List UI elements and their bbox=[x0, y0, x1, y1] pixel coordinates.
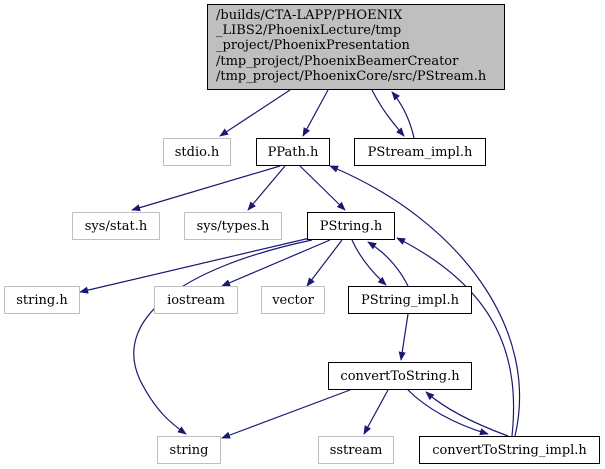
node-pstream-impl-h[interactable]: PStream_impl.h bbox=[354, 138, 486, 166]
node-vector[interactable]: vector bbox=[261, 286, 325, 314]
edge-converttostring-h-to-sstream bbox=[363, 389, 389, 435]
node-label: string bbox=[169, 442, 209, 458]
edge-pstring-h-to-string bbox=[133, 239, 313, 435]
node-label: sstream bbox=[329, 442, 383, 458]
node-label: sys/stat.h bbox=[84, 218, 148, 234]
node-sys-types-h[interactable]: sys/types.h bbox=[184, 212, 282, 240]
edge-converttostring-impl-h-to-converttostring-h bbox=[425, 391, 509, 437]
edge-root-to-ppath-h bbox=[302, 89, 329, 137]
edge-pstring-impl-h-to-pstring-h bbox=[367, 241, 409, 287]
node-converttostring-impl-h[interactable]: convertToString_impl.h bbox=[419, 436, 600, 464]
node-label: convertToString.h bbox=[340, 368, 460, 384]
root-path-line: /builds/CTA-LAPP/PHOENIX bbox=[216, 8, 403, 23]
edge-pstring-impl-h-to-converttostring-h bbox=[398, 313, 409, 361]
edge-pstream-impl-h-to-root bbox=[391, 91, 415, 139]
node-pstring-impl-h[interactable]: PString_impl.h bbox=[348, 286, 472, 314]
edge-root-to-pstream-impl-h bbox=[371, 89, 405, 137]
root-path-line: /tmp_project/PhoenixBeamerCreator bbox=[216, 53, 459, 69]
node-sstream[interactable]: sstream bbox=[318, 436, 394, 464]
node-label: string.h bbox=[16, 292, 68, 308]
edge-converttostring-impl-h-to-pstring-h bbox=[396, 237, 515, 437]
node-iostream[interactable]: iostream bbox=[154, 286, 238, 314]
node-label: PPath.h bbox=[267, 144, 319, 160]
root-node-pstream-h[interactable]: /builds/CTA-LAPP/PHOENIX _LIBS2/PhoenixL… bbox=[207, 4, 505, 90]
node-sys-stat-h[interactable]: sys/stat.h bbox=[72, 212, 160, 240]
node-label: stdio.h bbox=[174, 144, 220, 160]
edge-ppath-h-to-sys-types-h bbox=[247, 165, 286, 211]
node-label: vector bbox=[272, 292, 314, 308]
node-label: PStream_impl.h bbox=[367, 144, 473, 160]
edge-converttostring-impl-h-to-ppath-h bbox=[329, 165, 521, 437]
edge-ppath-h-to-pstring-h bbox=[299, 165, 346, 211]
node-label: sys/types.h bbox=[196, 218, 270, 234]
node-string[interactable]: string bbox=[157, 436, 221, 464]
edge-ppath-h-to-sys-stat-h bbox=[131, 165, 281, 212]
node-label: iostream bbox=[167, 292, 225, 308]
node-ppath-h[interactable]: PPath.h bbox=[256, 138, 330, 166]
edge-converttostring-h-to-string bbox=[221, 389, 351, 439]
edge-pstring-h-to-string-h bbox=[79, 237, 311, 294]
node-label: PString_impl.h bbox=[361, 292, 459, 308]
node-pstring-h[interactable]: PString.h bbox=[307, 212, 395, 240]
edge-pstring-h-to-vector bbox=[306, 239, 343, 287]
root-path-line: _LIBS2/PhoenixLecture/tmp bbox=[216, 23, 402, 39]
node-stdio-h[interactable]: stdio.h bbox=[163, 138, 231, 166]
root-path-line: /tmp_project/PhoenixCore/src/PStream.h bbox=[216, 68, 487, 84]
root-path-line: _project/PhoenixPresentation bbox=[216, 38, 410, 54]
node-label: PString.h bbox=[319, 218, 383, 234]
edge-pstring-h-to-iostream bbox=[221, 239, 331, 287]
node-converttostring-h[interactable]: convertToString.h bbox=[328, 362, 472, 390]
edge-root-to-stdio-h bbox=[219, 89, 291, 137]
node-string-h[interactable]: string.h bbox=[4, 286, 80, 314]
edge-converttostring-h-to-converttostring-impl-h bbox=[407, 389, 489, 436]
node-label: convertToString_impl.h bbox=[432, 442, 587, 458]
edge-pstring-h-to-pstring-impl-h bbox=[351, 239, 387, 286]
